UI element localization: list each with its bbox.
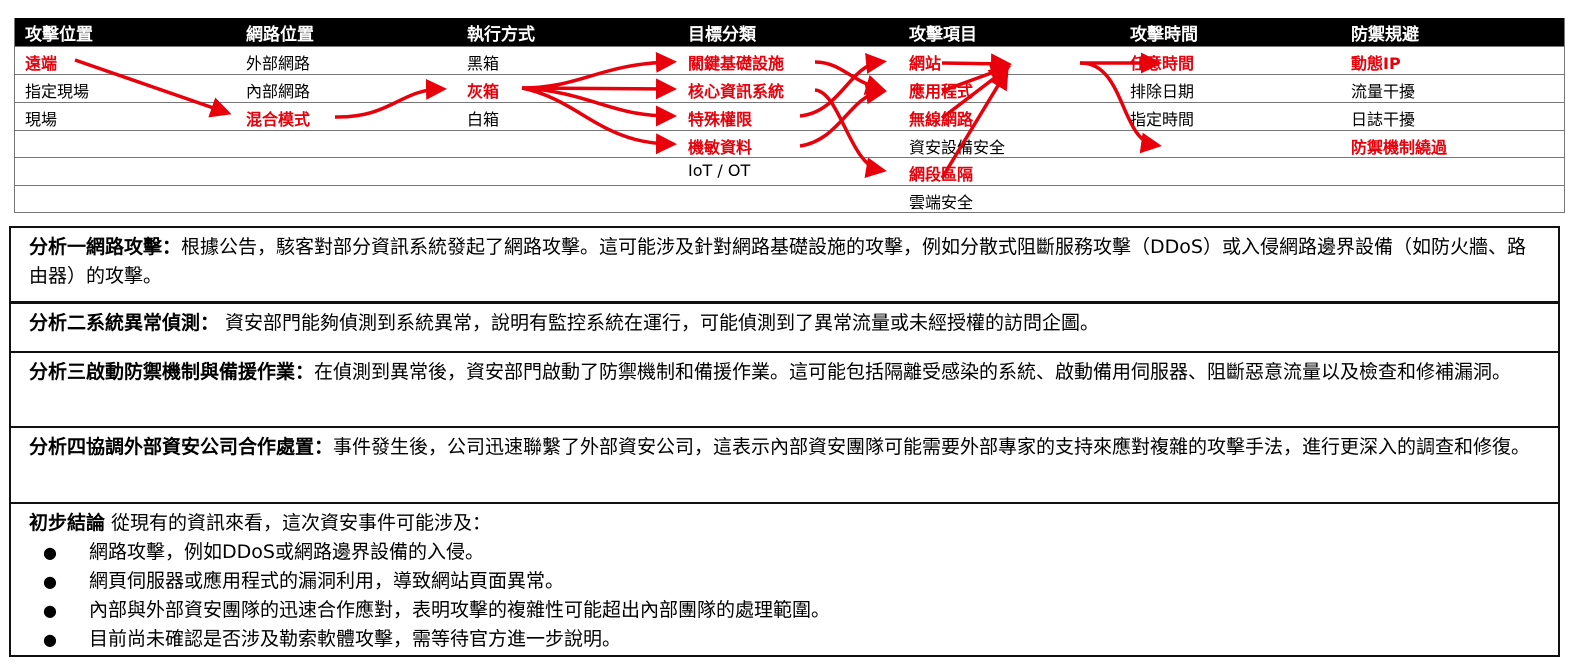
table-cell: 雲端安全 <box>909 193 974 212</box>
table-cell: 黑箱 <box>467 54 500 73</box>
list-item: 目前尚未確認是否涉及勒索軟體攻擊，需等待官方進一步說明。 <box>29 625 1540 654</box>
column-header: 攻擊位置 <box>25 25 93 45</box>
table-cell: 指定現場 <box>25 82 90 101</box>
table-cell: 混合模式 <box>246 110 311 129</box>
column-header: 目標分類 <box>688 25 756 45</box>
table-header: 攻擊位置 網路位置 執行方式 目標分類 攻擊項目 攻擊時間 防禦規避 <box>15 18 1564 46</box>
table-cell: 白箱 <box>467 110 500 129</box>
conclusion-title: 初步結論 <box>29 512 106 534</box>
table-cell: 指定時間 <box>1130 110 1195 129</box>
table-cell: 內部網路 <box>246 82 311 101</box>
analysis-box: 分析四協調外部資安公司合作處置：事件發生後，公司迅速聯繫了外部資安公司，這表示內… <box>9 426 1560 504</box>
analysis-text: 在偵測到異常後，資安部門啟動了防禦機制和備援作業。這可能包括隔離受感染的系統、啟… <box>314 361 1512 383</box>
list-item: 內部與外部資安團隊的迅速合作應對，表明攻擊的複雜性可能超出內部團隊的處理範圍。 <box>29 596 1540 625</box>
analysis-text: 資安部門能夠偵測到系統異常，說明有監控系統在運行，可能偵測到了異常流量或未經授權… <box>219 312 1100 334</box>
conclusion-box: 初步結論 從現有的資訊來看，這次資安事件可能涉及： 網路攻擊，例如DDoS或網路邊… <box>9 502 1560 657</box>
table-cell: 核心資訊系統 <box>688 82 785 101</box>
table-row: 機敏資料 資安設備安全 防禦機制繞過 <box>15 130 1564 158</box>
analysis-title: 分析四協調外部資安公司合作處置： <box>29 436 334 458</box>
list-item: 網頁伺服器或應用程式的漏洞利用，導致網站頁面異常。 <box>29 567 1540 596</box>
table-cell: 機敏資料 <box>688 138 753 157</box>
column-header: 攻擊項目 <box>909 25 977 45</box>
table-cell: 任意時間 <box>1130 54 1195 73</box>
conclusion-list: 網路攻擊，例如DDoS或網路邊界設備的入侵。網頁伺服器或應用程式的漏洞利用，導致… <box>29 538 1540 654</box>
table-cell: 網站 <box>909 54 942 73</box>
column-header: 網路位置 <box>246 25 314 45</box>
table-cell: 資安設備安全 <box>909 138 1006 157</box>
table-row: 現場 混合模式 白箱 特殊權限 無線網路 指定時間 日誌干擾 <box>15 102 1564 130</box>
analysis-box: 分析三啟動防禦機制與備援作業：在偵測到異常後，資安部門啟動了防禦機制和備援作業。… <box>9 351 1560 428</box>
attack-matrix-table: 攻擊位置 網路位置 執行方式 目標分類 攻擊項目 攻擊時間 防禦規避 遠端 外部網路 黑箱 關鍵基… <box>14 18 1565 213</box>
table-cell: 關鍵基礎設施 <box>688 54 785 73</box>
conclusion-intro: 從現有的資訊來看，這次資安事件可能涉及： <box>105 512 492 534</box>
table-cell: 日誌干擾 <box>1351 110 1416 129</box>
column-header: 攻擊時間 <box>1130 25 1198 45</box>
table-row: 指定現場 內部網路 灰箱 核心資訊系統 應用程式 排除日期 流量干擾 <box>15 74 1564 102</box>
table-cell: 現場 <box>25 110 58 129</box>
table-cell: 排除日期 <box>1130 82 1195 101</box>
table-cell: 動態IP <box>1351 54 1401 73</box>
table-row: IoT / OT 網段區隔 <box>15 157 1564 185</box>
analysis-text: 事件發生後，公司迅速聯繫了外部資安公司，這表示內部資安團隊可能需要外部專家的支持… <box>333 436 1531 458</box>
table-cell: 無線網路 <box>909 110 974 129</box>
table-row: 雲端安全 <box>15 185 1564 213</box>
table-cell: 防禦機制繞過 <box>1351 138 1448 157</box>
column-header: 防禦規避 <box>1351 25 1419 45</box>
table-cell: 網段區隔 <box>909 165 974 184</box>
analysis-title: 分析一網路攻擊： <box>29 236 182 258</box>
table-row: 遠端 外部網路 黑箱 關鍵基礎設施 網站 任意時間 動態IP <box>15 46 1564 74</box>
table-cell: 流量干擾 <box>1351 82 1416 101</box>
analysis-text: 根據公告，駭客對部分資訊系統發起了網路攻擊。這可能涉及針對網路基礎設施的攻擊，例… <box>29 236 1526 287</box>
analysis-box: 分析一網路攻擊：根據公告，駭客對部分資訊系統發起了網路攻擊。這可能涉及針對網路基… <box>9 226 1560 303</box>
table-cell: IoT / OT <box>688 161 751 180</box>
analysis-box: 分析二系統異常偵測： 資安部門能夠偵測到系統異常，說明有監控系統在運行，可能偵測… <box>9 302 1560 353</box>
table-cell: 外部網路 <box>246 54 311 73</box>
table-cell: 特殊權限 <box>688 110 753 129</box>
column-header: 執行方式 <box>467 25 535 45</box>
list-item: 網路攻擊，例如DDoS或網路邊界設備的入侵。 <box>29 538 1540 567</box>
analysis-title: 分析三啟動防禦機制與備援作業： <box>29 361 315 383</box>
table-cell: 遠端 <box>25 54 58 73</box>
table-cell: 應用程式 <box>909 82 974 101</box>
table-cell: 灰箱 <box>467 82 500 101</box>
analysis-title: 分析二系統異常偵測： <box>29 312 220 334</box>
